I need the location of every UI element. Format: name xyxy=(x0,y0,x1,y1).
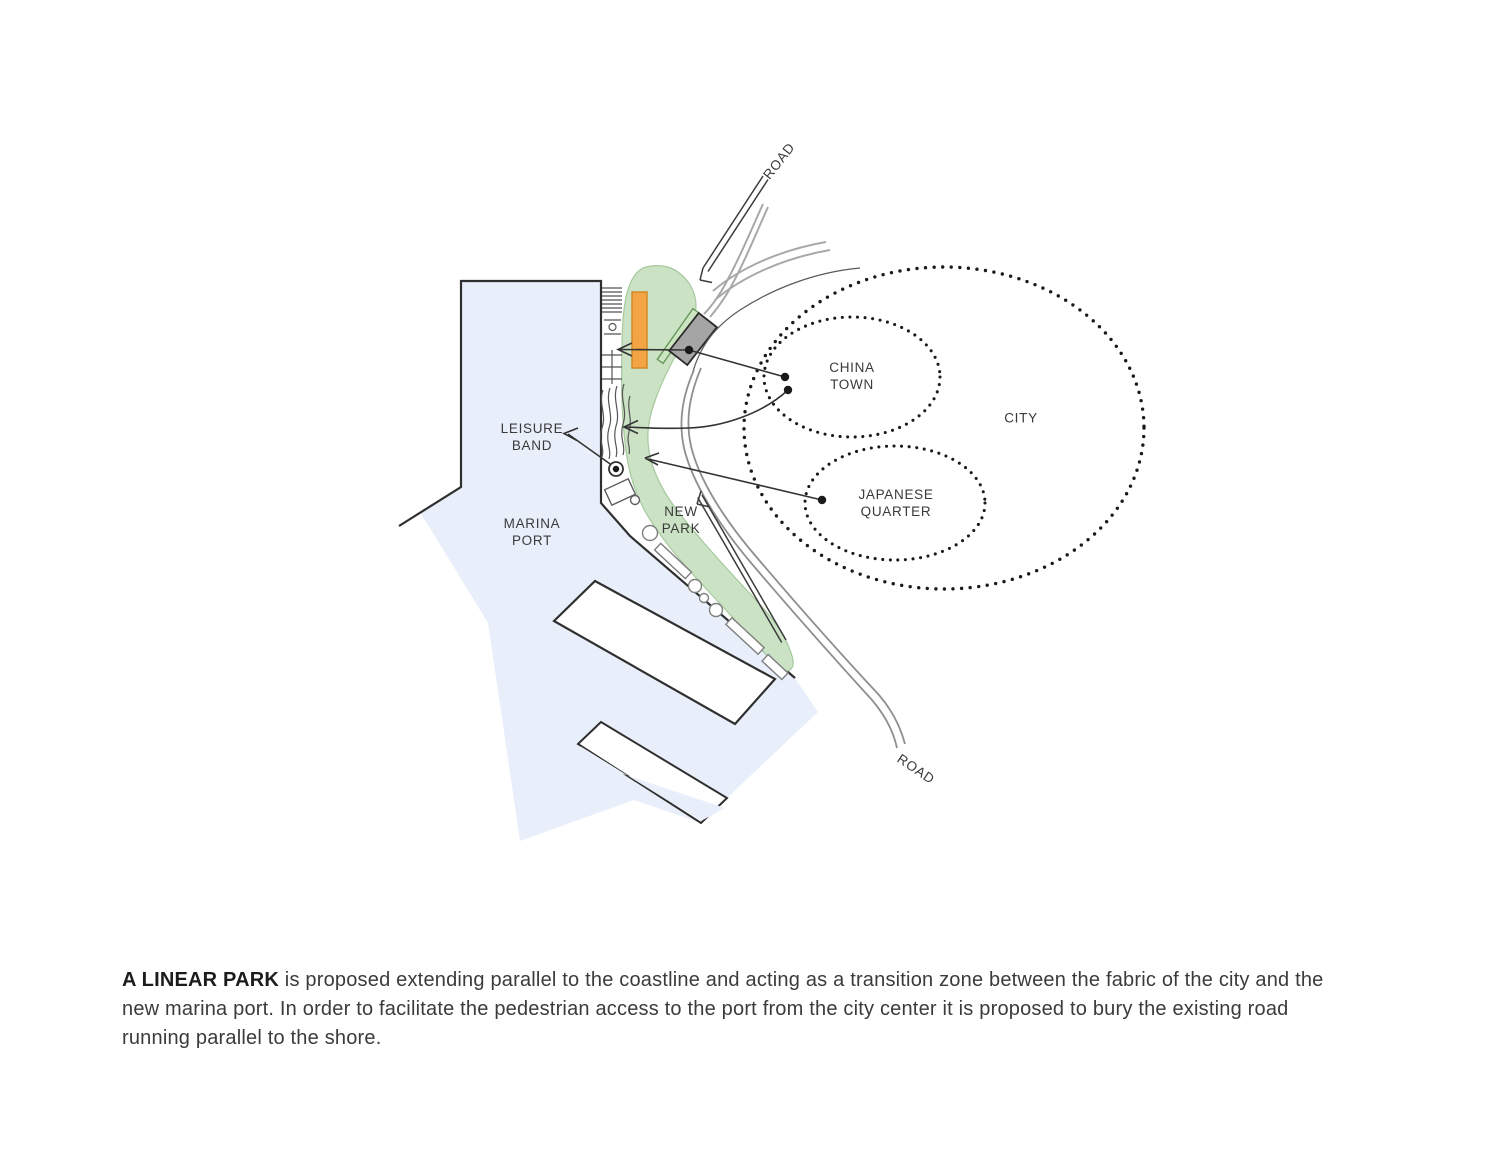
leisure-platform xyxy=(603,477,637,507)
city-ellipse xyxy=(742,265,1146,591)
dot-portal xyxy=(684,345,694,355)
road-branch-pair xyxy=(712,241,831,300)
promenade-deck xyxy=(761,653,789,681)
new-park-label: NEW PARK xyxy=(661,504,701,536)
promenade-deck xyxy=(724,616,766,656)
road-upper-pair xyxy=(703,203,769,318)
quay-comb-hatch xyxy=(602,287,622,313)
leader-china-town-2 xyxy=(622,389,789,435)
leisure-band-marker xyxy=(608,461,624,477)
dot-china-town-1 xyxy=(780,372,790,382)
tunnel-portal xyxy=(667,311,719,367)
leader-leisure-band xyxy=(562,427,614,467)
city-label: CITY xyxy=(1004,410,1038,426)
leisure-band-label: LEISURE BAND xyxy=(500,421,564,453)
pier-shapes xyxy=(552,579,777,825)
promenade-deck xyxy=(653,542,693,580)
connector-dots xyxy=(684,345,827,505)
quay-symbols xyxy=(600,287,631,460)
quay-wave-lines xyxy=(600,383,631,460)
quay-mooring-symbol xyxy=(604,319,621,335)
dot-china-town-2 xyxy=(783,385,793,395)
promenade-circle xyxy=(708,602,724,618)
arrow-road-top xyxy=(699,175,769,284)
promenade-circle xyxy=(698,592,710,604)
orange-building xyxy=(631,291,648,369)
caption-lead: A LINEAR PARK xyxy=(122,969,280,991)
marina-port-label: MARINA PORT xyxy=(503,516,561,548)
caption-paragraph: A LINEAR PARK is proposed extending para… xyxy=(122,966,1350,1053)
city-edge-curve xyxy=(691,267,861,376)
china-town-ellipse xyxy=(762,315,942,439)
pier-1 xyxy=(552,579,777,726)
city-areas xyxy=(742,265,1146,591)
leader-japanese-quarter xyxy=(644,452,823,501)
quay-rail-symbol xyxy=(602,350,622,384)
arrow-road-coast xyxy=(696,490,787,643)
japanese-quarter-ellipse xyxy=(803,444,987,562)
china-town-label: CHINA TOWN xyxy=(829,360,875,392)
dot-japanese-quarter xyxy=(817,495,827,505)
promenade-circle xyxy=(641,524,659,542)
pier-2-water xyxy=(580,746,725,821)
promenade-circle xyxy=(629,494,641,506)
road-direction-arrows xyxy=(696,175,787,643)
japanese-quarter-label: JAPANESE QUARTER xyxy=(858,487,934,519)
promenade-elements xyxy=(603,477,789,681)
promenade-circle xyxy=(687,578,703,594)
caption-body: is proposed extending parallel to the co… xyxy=(122,969,1324,1049)
